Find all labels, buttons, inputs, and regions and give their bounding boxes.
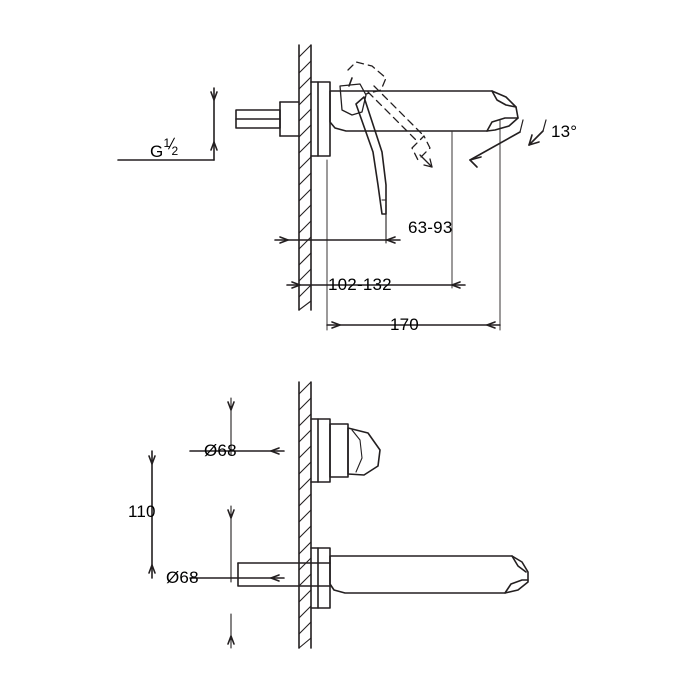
dim-g12 xyxy=(117,87,218,161)
dim-dia68-top xyxy=(189,397,285,456)
wall-bottom-view xyxy=(298,381,312,649)
spout-body xyxy=(329,90,519,132)
fraction-denominator: 2 xyxy=(171,144,179,158)
label-angle-13deg: 13° xyxy=(551,122,578,141)
label-diameter-top: Ø68 xyxy=(204,441,237,460)
handle-arrow xyxy=(419,154,433,168)
dim-110 xyxy=(148,450,156,579)
fraction-numerator: 1 xyxy=(163,136,171,150)
inlet-connection xyxy=(235,101,300,137)
dim-63-93 xyxy=(274,204,401,244)
handle-assembly-front xyxy=(310,418,381,483)
label-spout-range: 63-93 xyxy=(408,218,453,237)
spout-front xyxy=(237,547,529,609)
dim-170 xyxy=(326,119,501,331)
label-diameter-bottom: Ø68 xyxy=(166,568,199,587)
label-thread-letter: G xyxy=(150,142,164,161)
angle-leader xyxy=(469,119,547,168)
valve-body xyxy=(339,77,367,116)
wall-top-view xyxy=(298,44,312,311)
label-total-length: 170 xyxy=(390,315,419,334)
label-projection-range: 102-132 xyxy=(328,275,392,294)
label-vertical-spacing: 110 xyxy=(128,502,156,521)
dim-dia68-bottom xyxy=(189,505,285,649)
wall-plate-top xyxy=(310,81,331,157)
dim-102-132 xyxy=(286,131,466,289)
handle-swing-dashed xyxy=(347,61,431,161)
lever-handle xyxy=(355,96,387,215)
